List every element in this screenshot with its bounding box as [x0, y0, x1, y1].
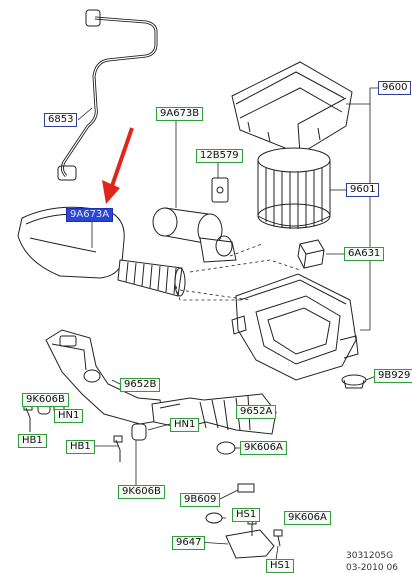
callout-HN1-left[interactable]: HN1: [54, 409, 84, 423]
air-filter-cover: [231, 61, 353, 155]
vent-hose-6853: [57, 9, 158, 181]
callout-9K606B-mid[interactable]: 9K606B: [118, 485, 165, 499]
callout-9647[interactable]: 9647: [172, 536, 206, 550]
resonator-block: [297, 239, 325, 269]
callout-9K606A-2[interactable]: 9K606A: [284, 511, 331, 525]
callout-9K606B-left[interactable]: 9K606B: [22, 393, 69, 407]
callout-HS1-2[interactable]: HS1: [266, 559, 295, 573]
callout-9B929[interactable]: 9B929: [374, 369, 412, 383]
callout-9K606A-1[interactable]: 9K606A: [240, 441, 287, 455]
callout-6A631[interactable]: 6A631: [344, 247, 385, 261]
callout-HS1-1[interactable]: HS1: [232, 508, 261, 522]
alignment-lines: [175, 243, 301, 301]
air-filter-element: [257, 147, 331, 229]
callout-12B579[interactable]: 12B579: [196, 149, 243, 163]
callout-9A673A[interactable]: 9A673A: [66, 208, 114, 222]
air-filter-housing: [231, 273, 359, 381]
grommet: [341, 374, 367, 389]
lower-duct-9652B: [45, 329, 165, 425]
callout-HN1-mid[interactable]: HN1: [170, 418, 200, 432]
air-inlet-duct: [17, 206, 125, 279]
callout-HB1-mid[interactable]: HB1: [66, 440, 95, 454]
corrugated-hose: [117, 259, 186, 297]
callout-9652B[interactable]: 9652B: [120, 378, 161, 392]
callout-9601[interactable]: 9601: [346, 183, 380, 197]
callout-9A673B[interactable]: 9A673B: [156, 107, 204, 121]
footer-date: 03-2010 06: [346, 563, 398, 573]
callout-HB1-left[interactable]: HB1: [18, 434, 47, 448]
footer-code: 3031205G: [346, 551, 394, 561]
maf-sensor-assembly: [152, 177, 237, 263]
callout-9652A[interactable]: 9652A: [236, 405, 277, 419]
callout-9B609[interactable]: 9B609: [180, 493, 221, 507]
red-arrow-pointer: [102, 127, 134, 204]
callout-6853[interactable]: 6853: [44, 113, 78, 127]
callout-9600[interactable]: 9600: [378, 81, 412, 95]
